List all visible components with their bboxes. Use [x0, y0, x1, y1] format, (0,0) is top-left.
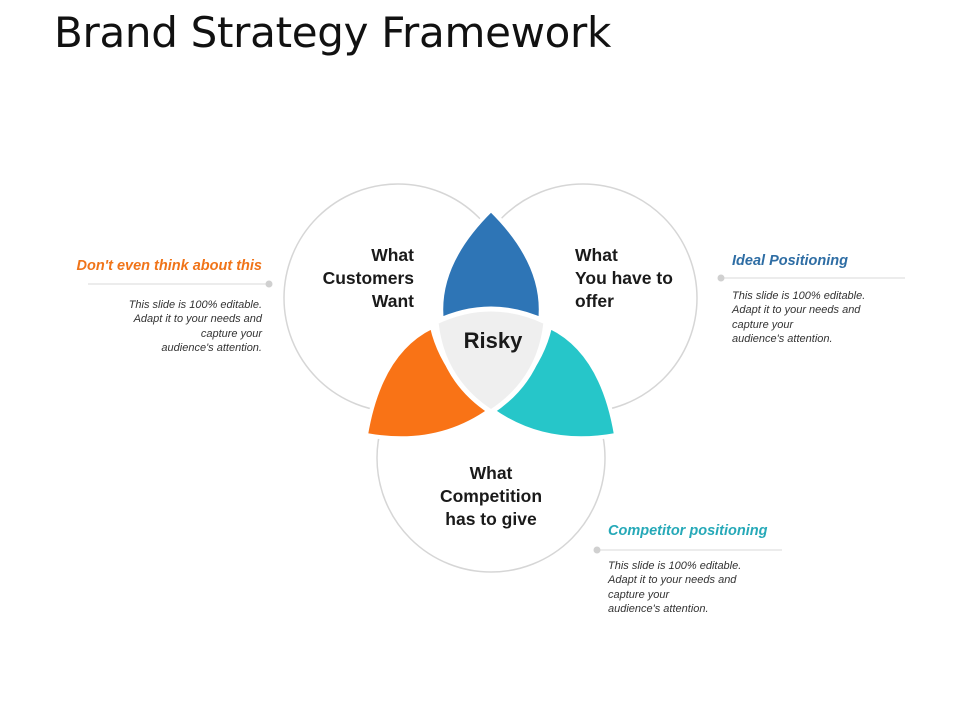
venn-center-region [433, 306, 549, 415]
bottom-callout-dot [593, 546, 601, 554]
center-label: Risky [463, 328, 523, 353]
callout-body: This slide is 100% editable. Adapt it to… [732, 290, 866, 345]
circle-label-offer: What You have to offer [575, 245, 673, 311]
right-callout-dot [717, 274, 725, 282]
circle-label-customers: What Customers Want [322, 245, 414, 311]
circle-label-competition: What Competition has to give [439, 463, 543, 529]
callout-body: This slide is 100% editable. Adapt it to… [128, 299, 262, 354]
callout-dont-think: Don't even think about this This slide i… [40, 258, 262, 355]
callout-title: Competitor positioning [608, 523, 768, 539]
callout-body: This slide is 100% editable. Adapt it to… [608, 560, 742, 615]
callout-competitor-positioning: Competitor positioning This slide is 100… [608, 523, 828, 616]
callout-ideal-positioning: Ideal Positioning This slide is 100% edi… [732, 253, 932, 346]
callout-title: Ideal Positioning [732, 253, 849, 269]
left-callout-dot [265, 280, 273, 288]
callout-title: Don't even think about this [76, 258, 262, 274]
slide-title: Brand Strategy Framework [54, 8, 612, 57]
